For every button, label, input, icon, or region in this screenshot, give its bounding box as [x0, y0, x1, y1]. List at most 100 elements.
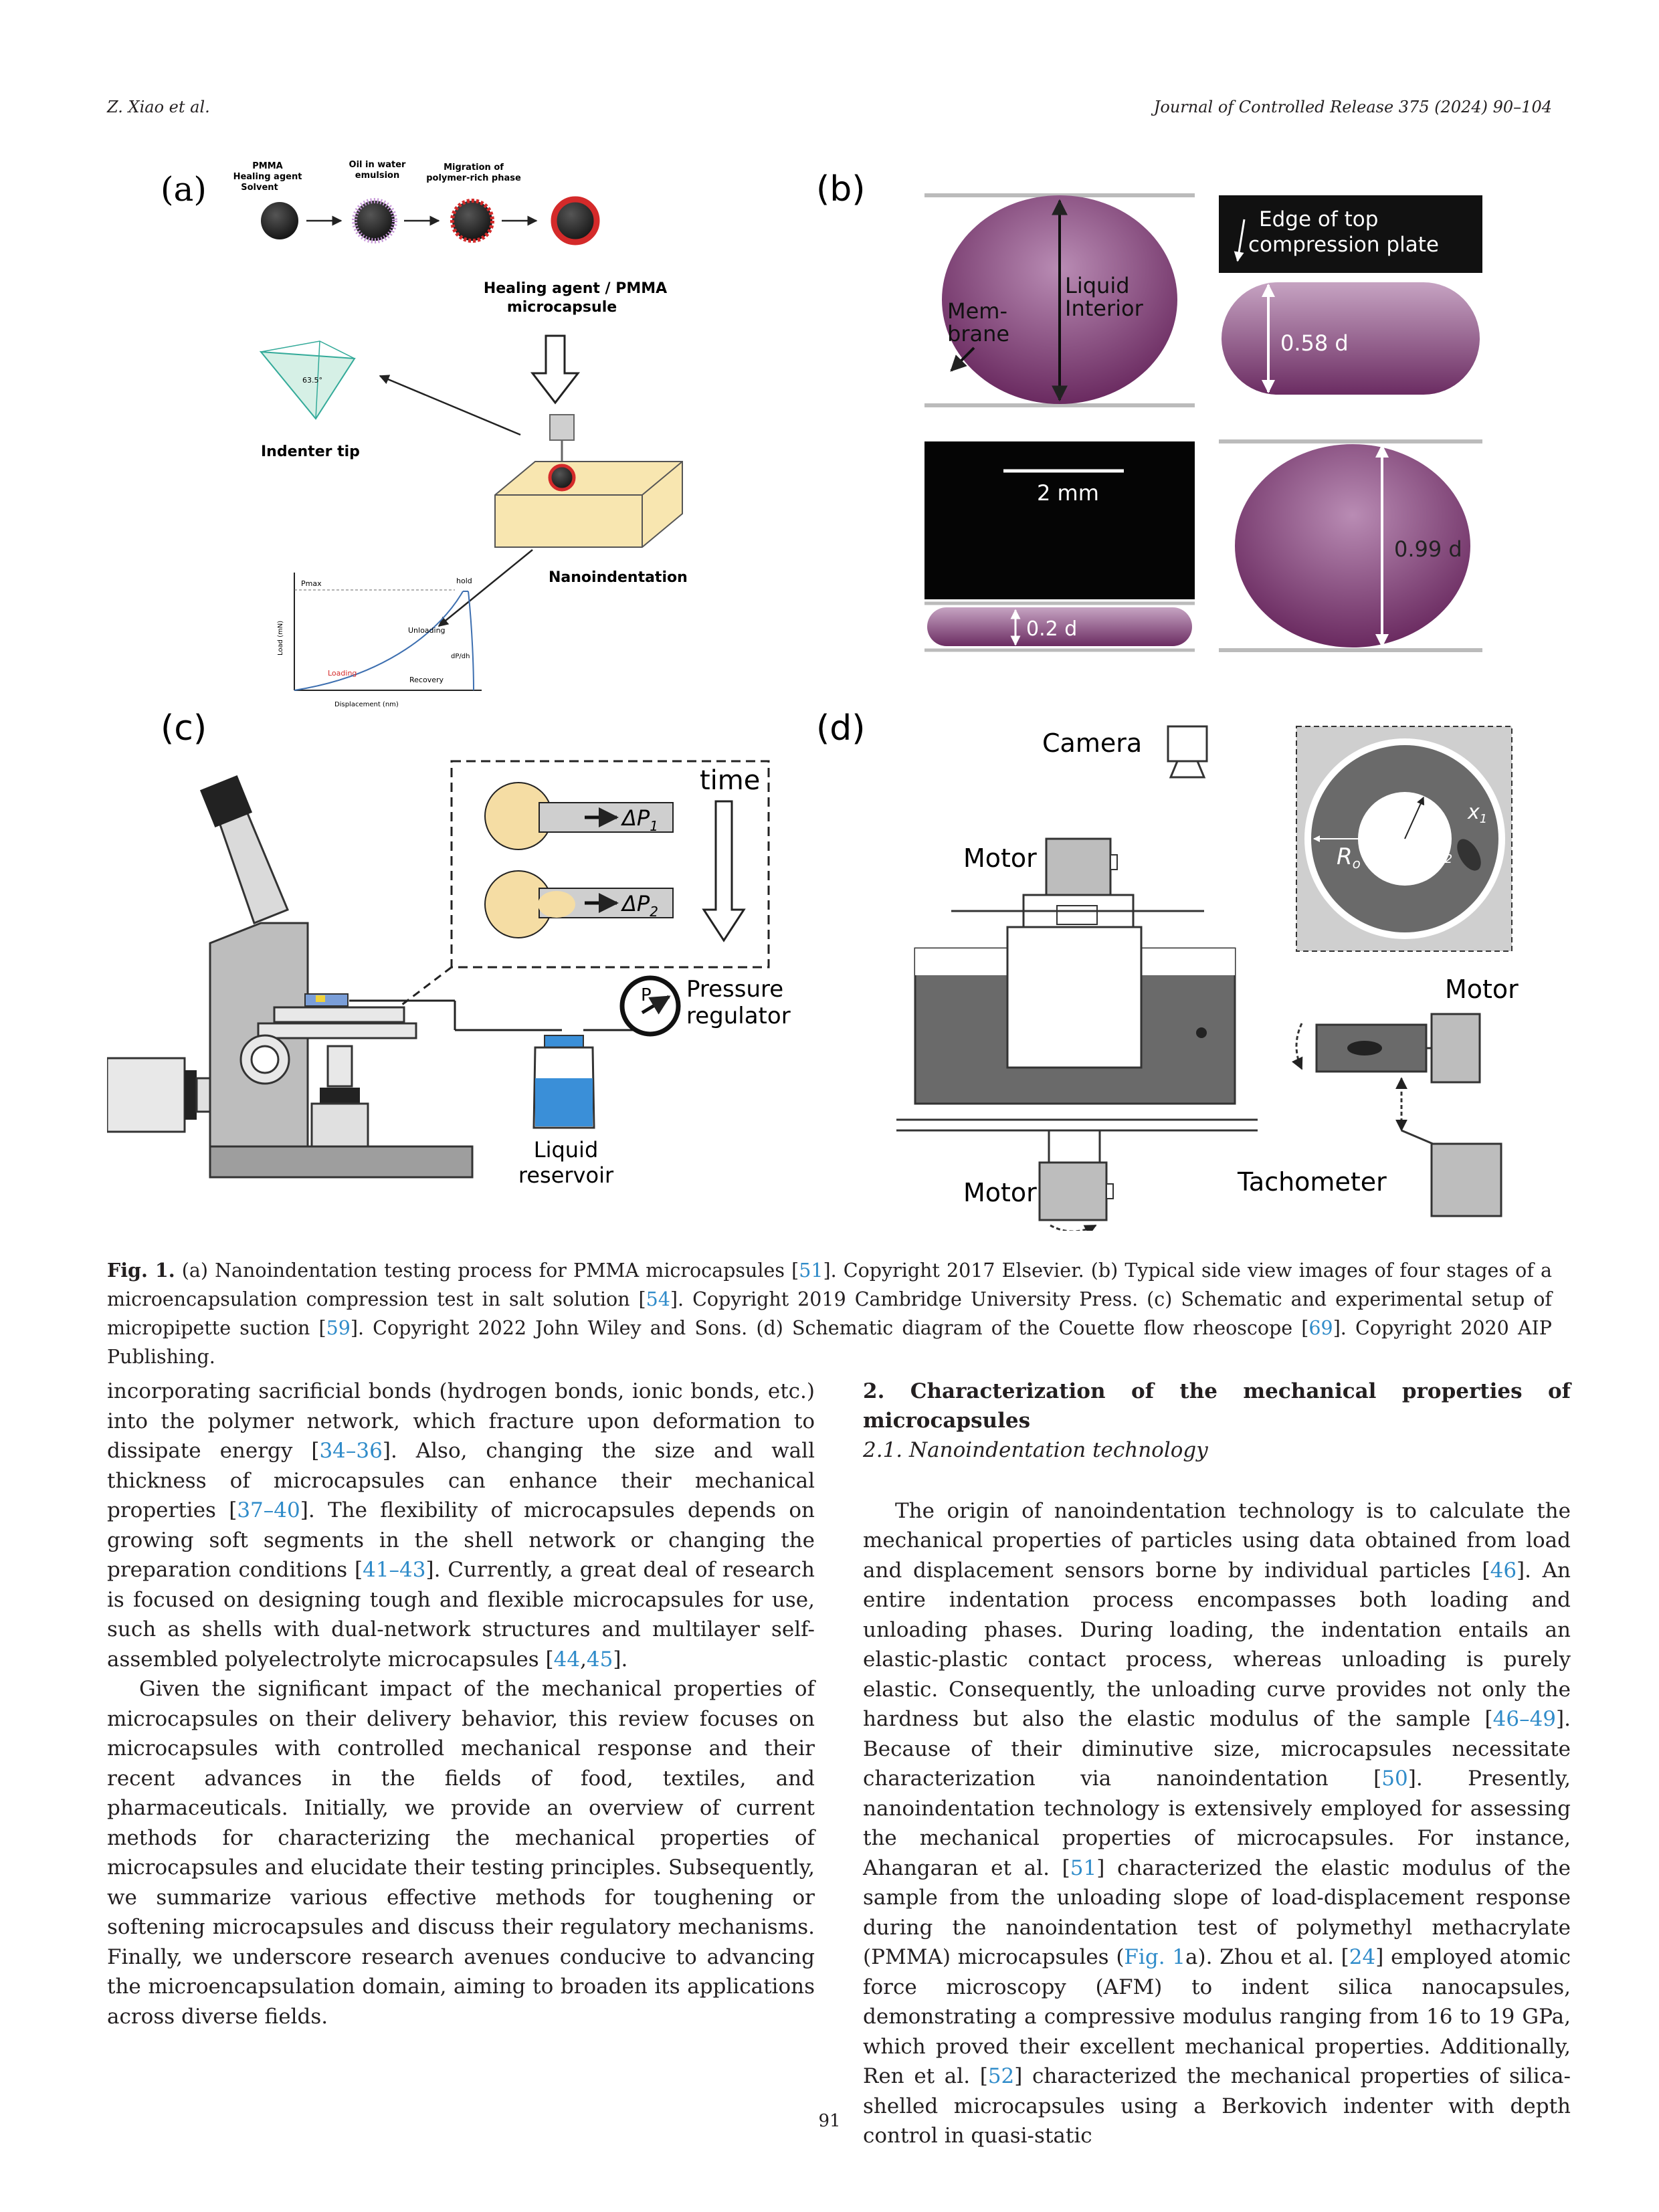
- c-pressure-1: Pressure: [686, 976, 783, 1003]
- ref-link[interactable]: 24: [1349, 1945, 1376, 1969]
- right-column: 2. Characterization of the mechanical pr…: [863, 1377, 1571, 2151]
- b-liquid-2: Interior: [1065, 296, 1144, 321]
- d-ro: Ro: [1337, 843, 1361, 872]
- c-time-label: time: [700, 765, 760, 796]
- panel-c: (c) ΔP1 ΔP2 time: [107, 708, 791, 1188]
- a-arrow-to-tip: [379, 375, 521, 436]
- ref-link[interactable]: 69: [1308, 1317, 1333, 1339]
- d-motor-bottom-label: Motor: [963, 1178, 1037, 1207]
- figure-1: (a) PMMA Healing agent Solvent Oil in wa…: [107, 160, 1519, 1231]
- b-membrane-2: brane: [947, 321, 1009, 346]
- subsection-title: 2.1. Nanoindentation technology: [863, 1438, 1208, 1462]
- b-edge-1: Edge of top: [1259, 207, 1378, 231]
- ref-link[interactable]: 46–49: [1492, 1707, 1557, 1731]
- a-graph-unloading: Unloading: [408, 626, 446, 635]
- d-motor-top: [1045, 837, 1112, 896]
- panel-c-letter: (c): [161, 708, 207, 748]
- d-ri: Ri: [1377, 798, 1397, 826]
- c-dp2: ΔP2: [620, 891, 658, 920]
- a-step2-line1: Oil in water: [349, 160, 407, 170]
- c-microscope: [107, 775, 474, 1179]
- b-d099: 0.99 d: [1394, 536, 1462, 562]
- b-scale-label: 2 mm: [1037, 480, 1099, 506]
- b-compressed-capsule: [1222, 282, 1480, 395]
- c-gauge-letter: P: [641, 985, 652, 1005]
- a-sample-block: [494, 461, 683, 548]
- a-down-arrow: [530, 334, 581, 405]
- a-indenter-angle: 63.5°: [302, 376, 322, 385]
- ref-link[interactable]: 41–43: [363, 1558, 426, 1582]
- ref-link[interactable]: 44: [553, 1647, 581, 1672]
- d-motor-bottom: [1038, 1161, 1108, 1221]
- b-liquid-1: Liquid: [1065, 273, 1130, 298]
- a-nano-label: Nanoindentation: [549, 569, 688, 586]
- running-header-authors: Z. Xiao et al.: [107, 98, 210, 116]
- d-x1: x1: [1467, 801, 1487, 826]
- b-edge-2: compression plate: [1248, 233, 1439, 257]
- b-scale-image: [924, 441, 1195, 599]
- c-liquid-reservoir: [455, 1022, 637, 1129]
- c-reservoir-2: reservoir: [518, 1163, 614, 1188]
- c-dp1: ΔP1: [620, 805, 658, 834]
- a-graph-ylabel: Load (mN): [277, 621, 284, 656]
- panel-a: (a) PMMA Healing agent Solvent Oil in wa…: [161, 160, 688, 708]
- c-pressure-2: regulator: [686, 1003, 791, 1029]
- page-number: 91: [818, 2111, 841, 2131]
- paragraph: The origin of nanoindentation technology…: [863, 1498, 1571, 2148]
- a-graph-xlabel: Displacement (nm): [334, 701, 399, 708]
- c-time-arrow: [702, 800, 746, 942]
- b-recovered-sphere: [1235, 444, 1470, 647]
- ref-link[interactable]: 52: [987, 2064, 1015, 2088]
- a-graph-hold: hold: [456, 577, 472, 585]
- section-title: 2. Characterization of the mechanical pr…: [863, 1379, 1571, 1433]
- b-plate-label-bg: [1219, 195, 1482, 273]
- panel-b-letter: (b): [816, 169, 866, 209]
- a-load-graph: Pmax hold Unloading Loading Recovery dP/…: [277, 573, 482, 708]
- a-step1-line2: Healing agent: [233, 172, 302, 182]
- d-bob: [1006, 926, 1143, 1069]
- a-arrow-to-graph: [437, 549, 533, 627]
- paragraph: Given the significant impact of the mech…: [107, 1677, 815, 2029]
- b-d02: 0.2 d: [1026, 617, 1077, 641]
- c-inset-box: [450, 760, 770, 969]
- a-graph-pmax: Pmax: [301, 579, 322, 588]
- a-graph-recovery: Recovery: [409, 676, 444, 684]
- a-step1-line3: Solvent: [241, 183, 278, 193]
- d-tachometer-label: Tachometer: [1237, 1167, 1387, 1197]
- ref-link[interactable]: 59: [326, 1317, 351, 1339]
- a-step2-line2: emulsion: [355, 171, 399, 181]
- ref-link[interactable]: 51: [1070, 1855, 1097, 1880]
- caption-label: Fig. 1.: [107, 1259, 175, 1282]
- ref-link[interactable]: 54: [646, 1288, 670, 1310]
- d-x2: x2: [1432, 841, 1452, 866]
- a-product-line2: microcapsule: [507, 299, 617, 316]
- a-sphere-3: [450, 199, 494, 243]
- a-indenter-tip: [259, 350, 356, 420]
- b-flat-capsule: [927, 607, 1192, 646]
- figure-link[interactable]: Fig. 1: [1124, 1945, 1186, 1969]
- ref-link[interactable]: 51: [799, 1260, 823, 1282]
- panel-b: (b) Mem- brane Liquid Interior Edge of t…: [816, 169, 1482, 652]
- d-tachometer: [1430, 1142, 1502, 1217]
- panel-d: (d) Camera Motor Motor Ri Ro x1 x2 Mot: [816, 708, 1519, 1231]
- a-step3-line2: polymer-rich phase: [426, 173, 521, 183]
- d-camera: [1167, 725, 1208, 763]
- ref-link[interactable]: 37–40: [237, 1498, 300, 1522]
- ref-link[interactable]: 45: [586, 1647, 613, 1672]
- a-capsule-on-block: [548, 464, 576, 492]
- a-indenter-label: Indenter tip: [261, 443, 360, 460]
- ref-link[interactable]: 50: [1381, 1767, 1408, 1791]
- a-step3-line1: Migration of: [444, 163, 504, 173]
- panel-d-letter: (d): [816, 708, 866, 748]
- d-camera-label: Camera: [1042, 728, 1142, 758]
- figure-caption: Fig. 1. (a) Nanoindentation testing proc…: [107, 1259, 1552, 1368]
- a-sphere-1: [261, 202, 298, 239]
- a-graph-dpdh: dP/dh: [451, 653, 470, 660]
- a-graph-loading: Loading: [328, 669, 357, 678]
- ref-link[interactable]: 46: [1490, 1558, 1517, 1583]
- d-motor-right-label: Motor: [1445, 975, 1519, 1004]
- ref-link[interactable]: 34–36: [319, 1439, 383, 1463]
- b-membrane-1: Mem-: [947, 298, 1007, 324]
- panel-a-letter: (a): [161, 170, 207, 209]
- running-header-journal: Journal of Controlled Release 375 (2024)…: [1153, 98, 1552, 116]
